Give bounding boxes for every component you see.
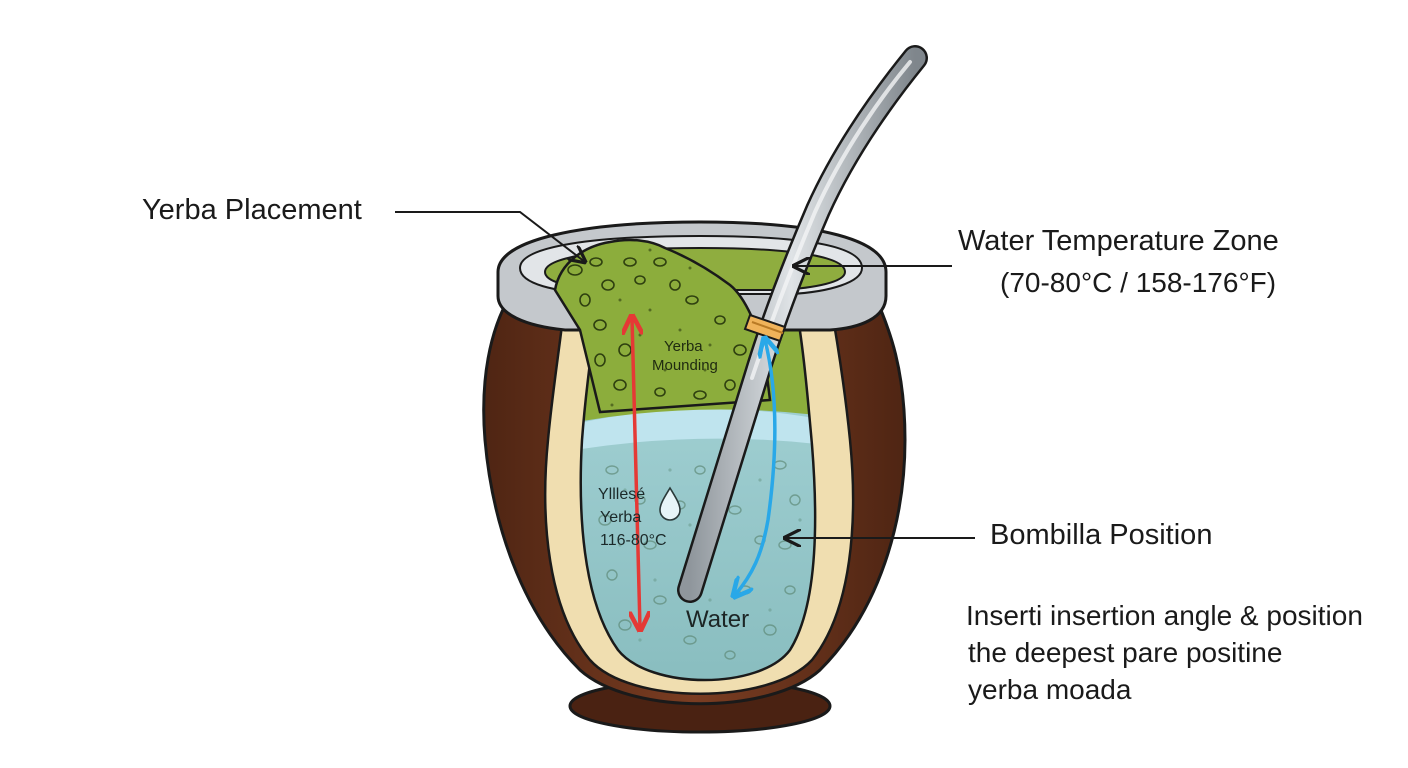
inner-label-line1: Ylllesé (598, 486, 646, 503)
yerba-depth-arrow (632, 318, 640, 628)
note-line-2: the deepest pare positine (968, 637, 1283, 668)
yerba-mounding-label-line2: Mounding (652, 357, 718, 374)
temperature-range-label: (70-80°C / 158-176°F) (1000, 267, 1277, 298)
yerba-placement-leader (395, 211, 585, 262)
inner-label-line2: Yerba (600, 509, 642, 526)
yerba-placement-label: Yerba Placement (142, 194, 362, 226)
bombilla-position-label: Bombilla Position (990, 519, 1213, 551)
water-temperature-zone-label: Water Temperature Zone (958, 225, 1279, 257)
note-line-3: yerba moada (968, 674, 1132, 705)
note-line-1: Inserti insertion angle & position (966, 600, 1363, 631)
water-label: Water (686, 606, 750, 633)
water-flow-arrow (735, 340, 775, 595)
water-drop-icon (659, 486, 681, 521)
yerba-mounding-label-line1: Yerba (664, 338, 703, 355)
inner-label-line3: 116-80°C (600, 532, 667, 549)
